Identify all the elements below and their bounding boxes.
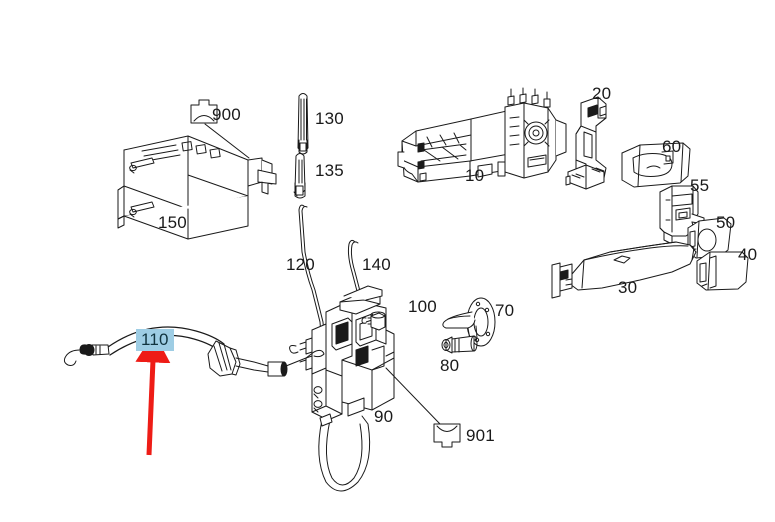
callout-flag-901-icon <box>433 423 461 448</box>
part-handle-bracket <box>565 96 607 190</box>
part-label-60: 60 <box>662 137 682 156</box>
part-label-10: 10 <box>465 166 485 185</box>
part-label-30: 30 <box>618 278 638 297</box>
part-label-110: 110 <box>136 329 174 351</box>
part-label-140: 140 <box>362 255 391 274</box>
part-outer-door-handle <box>551 241 697 299</box>
part-label-901: 901 <box>466 426 495 445</box>
part-handle-end-cap-rear <box>696 251 749 291</box>
part-label-20: 20 <box>592 84 612 103</box>
part-rod-guide-clip-long <box>297 93 309 155</box>
part-sealing-grommet <box>361 311 386 331</box>
leader-901 <box>385 367 441 425</box>
part-label-50: 50 <box>716 213 736 232</box>
part-label-80: 80 <box>440 356 460 375</box>
part-label-130: 130 <box>315 109 344 128</box>
part-label-90: 90 <box>374 407 394 426</box>
leader-900 <box>204 123 250 159</box>
part-door-control-module <box>117 135 277 240</box>
part-handle-end-cap-front <box>687 217 732 259</box>
callout-flag-900-icon <box>190 99 218 124</box>
part-door-lock-actuator <box>289 285 395 492</box>
highlight-arrow <box>135 332 171 456</box>
part-label-150: 150 <box>158 213 187 232</box>
part-handle-trim-cover <box>621 142 691 188</box>
part-lock-cylinder-cover <box>659 185 705 245</box>
part-door-handle-carrier <box>397 87 567 183</box>
part-label-135: 135 <box>315 161 344 180</box>
part-label-40: 40 <box>738 245 758 264</box>
part-label-70: 70 <box>495 301 515 320</box>
part-label-120: 120 <box>286 255 315 274</box>
part-bowden-cable <box>63 326 325 377</box>
part-label-100: 100 <box>408 297 437 316</box>
part-rod-guide-clip-short <box>293 153 306 199</box>
part-label-55: 55 <box>690 176 710 195</box>
part-label-900: 900 <box>212 105 241 124</box>
part-striker-bolt <box>441 335 478 354</box>
